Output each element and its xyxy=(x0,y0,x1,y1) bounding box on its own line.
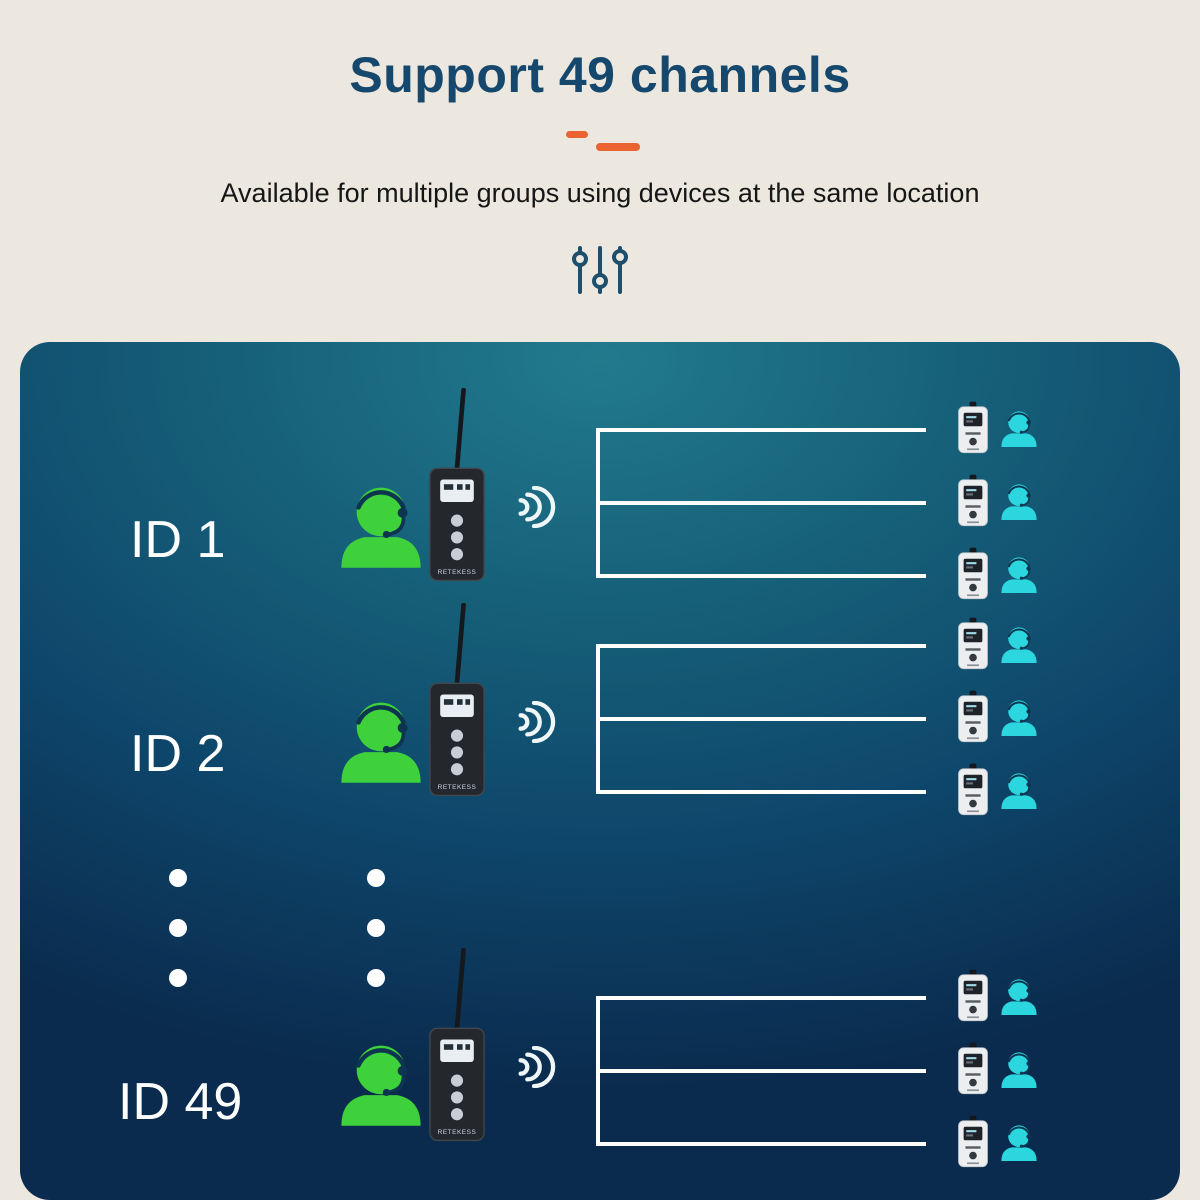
listener-with-headset-icon xyxy=(999,1050,1039,1088)
receiver-device xyxy=(956,1115,990,1169)
sliders-icon xyxy=(568,240,632,300)
listener-with-headset-icon xyxy=(999,698,1039,736)
receiver-group xyxy=(956,546,1039,602)
receiver-device xyxy=(956,1042,990,1096)
ellipsis-dots xyxy=(367,869,385,987)
receiver-group xyxy=(956,1114,1039,1170)
receiver-group xyxy=(956,689,1039,745)
receiver-device xyxy=(956,690,990,744)
listener-with-headset-icon xyxy=(999,771,1039,809)
connector-lines xyxy=(596,996,926,1146)
receiver-device xyxy=(956,617,990,671)
ellipsis-dots xyxy=(169,869,187,987)
receiver-device xyxy=(956,969,990,1023)
channel-id-label: ID 49 xyxy=(118,1073,243,1131)
accent-dash-small xyxy=(566,131,588,138)
receiver-device xyxy=(956,547,990,601)
guide-with-headset-icon xyxy=(336,1040,426,1126)
listener-with-headset-icon xyxy=(999,409,1039,447)
listener-with-headset-icon xyxy=(999,977,1039,1015)
receiver-device xyxy=(956,474,990,528)
guide-with-headset-icon xyxy=(336,697,426,783)
channel-id-label: ID 1 xyxy=(130,511,226,569)
receiver-device xyxy=(956,401,990,455)
page-title: Support 49 channels xyxy=(349,47,851,103)
brand-label: RETEKESS xyxy=(437,569,477,576)
receiver-group xyxy=(956,473,1039,529)
sound-waves-icon xyxy=(510,1046,558,1088)
receiver-group xyxy=(956,616,1039,672)
connector-lines xyxy=(596,644,926,794)
transmitter-device: RETEKESS xyxy=(424,603,490,801)
transmitter-device: RETEKESS xyxy=(424,388,490,586)
receiver-group xyxy=(956,762,1039,818)
connector-lines xyxy=(596,428,926,578)
receiver-group xyxy=(956,400,1039,456)
accent-dash-large xyxy=(596,143,640,151)
receiver-group xyxy=(956,1041,1039,1097)
listener-with-headset-icon xyxy=(999,482,1039,520)
listener-with-headset-icon xyxy=(999,625,1039,663)
channel-id-label: ID 2 xyxy=(130,725,226,783)
channels-panel: ID 1 RETEKESS xyxy=(20,342,1180,1200)
transmitter-device: RETEKESS xyxy=(424,948,490,1146)
receiver-group xyxy=(956,968,1039,1024)
sound-waves-icon xyxy=(510,701,558,743)
brand-label: RETEKESS xyxy=(437,1129,477,1136)
listener-with-headset-icon xyxy=(999,1123,1039,1161)
receiver-device xyxy=(956,763,990,817)
page-subtitle: Available for multiple groups using devi… xyxy=(220,178,980,208)
guide-with-headset-icon xyxy=(336,482,426,568)
brand-label: RETEKESS xyxy=(437,784,477,791)
listener-with-headset-icon xyxy=(999,555,1039,593)
sound-waves-icon xyxy=(510,486,558,528)
